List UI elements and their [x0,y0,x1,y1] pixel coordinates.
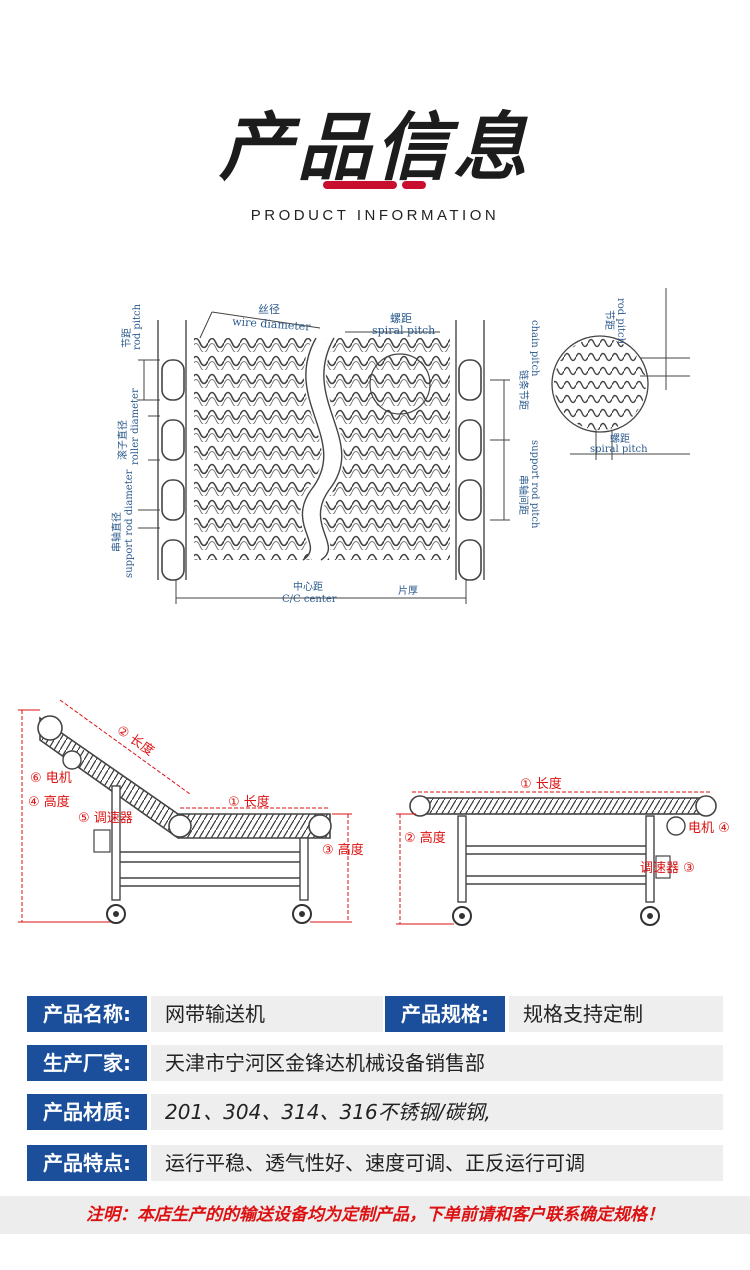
info-row-maker: 生产厂家: 天津市宁河区金锋达机械设备销售部 [27,1045,723,1081]
support-rod-diameter-label-cn: 串轴直径 [110,512,123,552]
flat-conveyor [396,791,717,926]
incline-flat-length-label: ① 长度 [228,794,270,810]
material-value: 201、304、314、316不锈钢/碳钢, [151,1094,723,1130]
plate-thickness-label: 片厚 [398,584,418,597]
product-spec-label: 产品规格: [385,996,505,1032]
cc-center-label-en: C/C center [282,594,337,605]
flat-motor-label: 电机 ④ [688,821,730,836]
custom-order-note: 注明：本店生产的的输送设备均为定制产品，下单前请和客户联系确定规格！ [0,1196,750,1234]
feature-value: 运行平稳、透气性好、速度可调、正反运行可调 [151,1145,723,1181]
flat-height-label: ② 高度 [404,830,446,846]
wire-diameter-label-en: wire diameter [232,315,312,333]
feature-label: 产品特点: [27,1145,147,1181]
incline-flat-height-label: ③ 高度 [322,842,364,858]
roller-diameter-label-en: roller diameter [130,388,141,465]
chain-pitch-label-en: chain pitch [529,320,540,377]
product-name-label: 产品名称: [27,996,147,1032]
spiral-pitch-label-cn: 螺距 [390,312,412,325]
detail-rod-pitch-label-en: rod pitch [615,298,626,345]
roller-diameter-label-cn: 滚子直径 [116,420,129,460]
detail-spiral-pitch-label-cn: 螺距 [610,433,630,445]
support-rod-pitch-label-cn: 串轴间距 [517,475,530,515]
info-row-feature: 产品特点: 运行平稳、透气性好、速度可调、正反运行可调 [27,1145,723,1181]
wire-diameter-label-cn: 丝径 [258,303,280,316]
conveyor-drawing: ② 长度 ⑥ 电机 ④ 高度 ⑤ 调速器 ① 长度 ③ 高度 ① 长度 ② 高度… [18,699,730,926]
mesh-belt-drawing: 丝径 wire diameter 螺距 spiral pitch 节距 rod … [110,288,690,605]
support-rod-pitch-label-en: support rod pitch [529,440,540,529]
incline-height-label: ④ 高度 [28,794,70,810]
right-chain-frame [455,320,485,581]
rod-pitch-label-en: rod pitch [132,303,143,350]
chain-pitch-label-cn: 链条节距 [517,370,530,410]
left-chain-frame [157,320,187,581]
incline-conveyor [18,699,352,924]
material-label: 产品材质: [27,1094,147,1130]
page-subtitle: PRODUCT INFORMATION [250,207,500,224]
title-accent-dot [402,181,426,189]
support-rod-diameter-label-en: support rod diameter [124,469,135,578]
maker-label: 生产厂家: [27,1045,147,1081]
page-title: 产品信息 [219,105,531,191]
spiral-pitch-label-en: spiral pitch [372,324,435,337]
rod-pitch-label-cn: 节距 [121,328,133,348]
mesh-detail-circle [551,288,690,460]
flat-speed-controller-label: 调速器 ③ [640,861,695,876]
product-name-value: 网带输送机 [151,996,383,1032]
incline-speed-controller-label: ⑤ 调速器 [78,811,133,826]
product-spec-value: 规格支持定制 [509,996,723,1032]
flat-length-label: ① 长度 [520,776,562,792]
detail-spiral-pitch-label-en: spiral pitch [590,444,648,455]
title-accent-bar [323,181,397,189]
incline-motor-label: ⑥ 电机 [30,771,72,786]
incline-length-label: ② 长度 [114,722,157,759]
detail-rod-pitch-label-cn: 节距 [603,310,615,330]
maker-value: 天津市宁河区金锋达机械设备销售部 [151,1045,723,1081]
info-row-name-spec: 产品名称: 网带输送机 产品规格: 规格支持定制 [27,996,723,1032]
cc-center-label-cn: 中心距 [293,580,323,593]
info-row-material: 产品材质: 201、304、314、316不锈钢/碳钢, [27,1094,723,1130]
